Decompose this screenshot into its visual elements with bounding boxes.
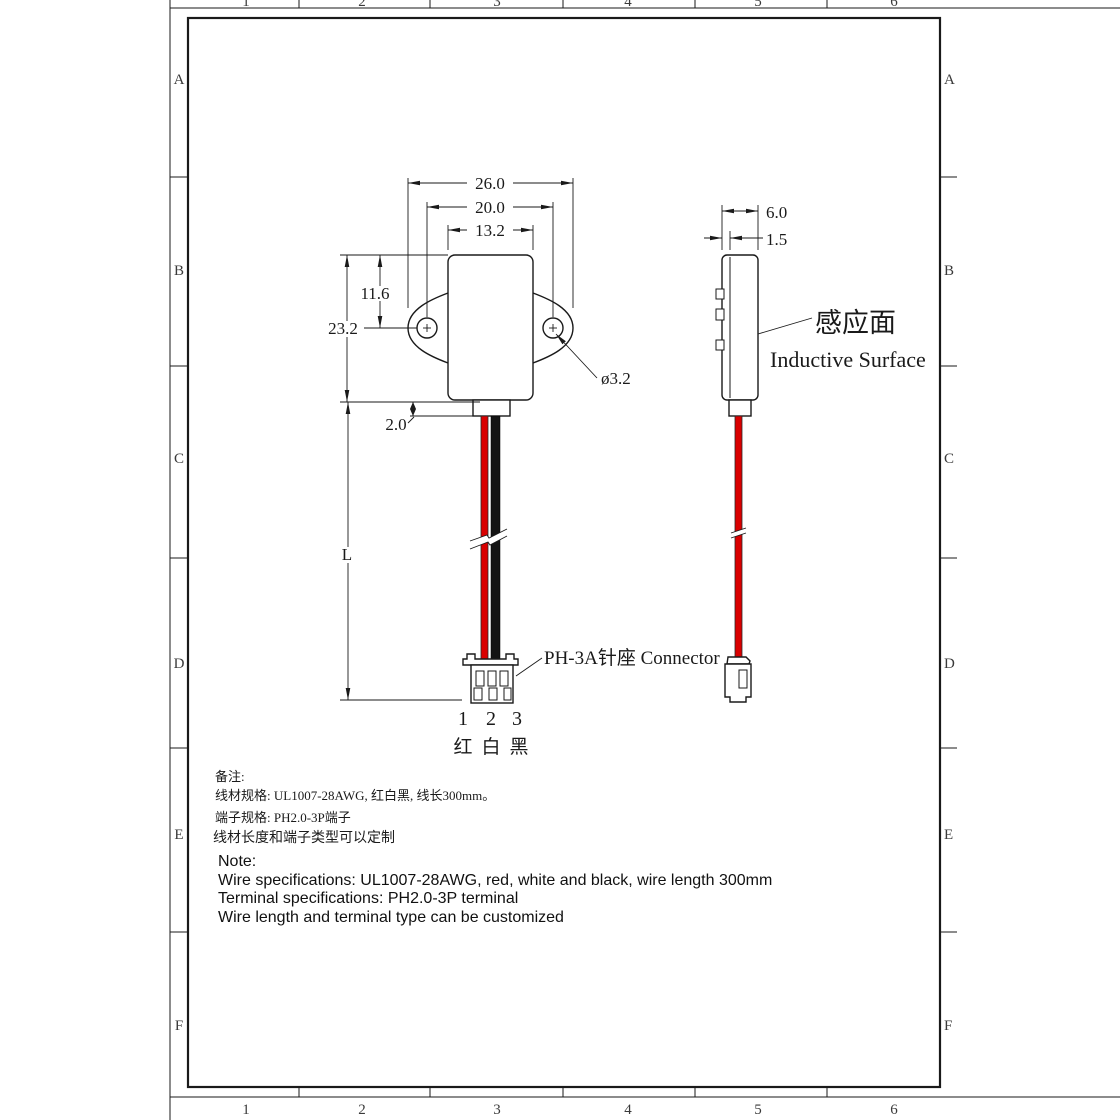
extension-lines	[721, 205, 759, 250]
pin-labels: 1 2 3 红 白 黑	[453, 708, 528, 758]
notes-cn-line: 线材规格: UL1007-28AWG, 红白黑, 线长300mm。	[215, 788, 496, 803]
sensor-neck-side	[728, 399, 752, 417]
notes-cn-line: 线材长度和端子类型可以定制	[213, 831, 395, 846]
zone-col: 4	[624, 0, 632, 10]
dim-neck: 2.0	[385, 402, 416, 434]
pin-color: 红	[453, 736, 472, 758]
connector-leader-line	[515, 657, 543, 677]
pin-color: 白	[481, 736, 500, 758]
frame-zone-columns-top: 1 2 3 4 5 6	[242, 0, 898, 10]
surface-leader-line	[757, 317, 813, 335]
inductive-surface-label-cn: 感应面	[815, 308, 896, 338]
right-mounting-hole	[542, 317, 564, 339]
zone-col: 2	[358, 1102, 366, 1118]
zone-row: D	[944, 656, 955, 672]
connector-flange-side	[726, 656, 751, 665]
zone-col: 3	[493, 0, 501, 10]
zone-col: 6	[890, 0, 898, 10]
mounting-holes	[416, 317, 564, 339]
notes-cn-line: 端子规格: PH2.0-3P端子	[215, 810, 351, 825]
frame-zone-rows-right: A B C D E F	[944, 72, 955, 1034]
frame-borders: 1 2 3 4 5 6 1 2 3 4 5 6 A B C D E F A B	[169, 0, 1120, 1120]
front-wires	[469, 415, 508, 661]
inductive-surface-label-en: Inductive Surface	[770, 347, 926, 372]
zone-row: E	[944, 827, 953, 843]
side-wire	[730, 415, 747, 660]
dim-depth: 6.0	[766, 203, 787, 222]
zone-col: 6	[890, 1102, 898, 1118]
dim-overall-height: 23.2	[328, 319, 358, 338]
notes-english: Note: Wire specifications: UL1007-28AWG,…	[218, 853, 772, 927]
extension-lines	[340, 178, 574, 701]
wire-break-edge	[469, 528, 508, 542]
sensor-body-side	[721, 254, 759, 401]
wire-break-edge	[730, 532, 747, 539]
notes-en-line: Wire specifications: UL1007-28AWG, red, …	[218, 871, 773, 889]
front-dimensions: 26.0 20.0 13.2 11.6 23.2 2.0 L ø3.2	[322, 174, 631, 701]
connector-label: PH-3A针座 Connector	[544, 647, 720, 669]
notes-en-line: Wire length and terminal type can be cus…	[218, 908, 564, 926]
dim-surface-offset: 1.5	[766, 230, 787, 249]
side-clips	[715, 288, 725, 351]
zone-col: 5	[754, 0, 762, 10]
zone-row: E	[174, 827, 183, 843]
notes-cn-title: 备注:	[215, 769, 245, 784]
zone-row: C	[944, 451, 954, 467]
connector-front	[462, 653, 543, 704]
dim-wire-length: L	[342, 545, 352, 564]
zone-row: F	[175, 1018, 183, 1034]
notes-en-line: Terminal specifications: PH2.0-3P termin…	[218, 890, 519, 907]
pin-color: 黑	[509, 737, 528, 758]
zone-col: 3	[493, 1102, 501, 1118]
side-dimensions: 6.0 1.5	[704, 203, 787, 250]
wire-break-edge	[730, 527, 747, 534]
dim-hole-offset: 11.6	[360, 284, 389, 303]
zone-col: 1	[242, 0, 250, 10]
zone-col: 1	[242, 1102, 250, 1118]
frame-zone-columns-bottom: 1 2 3 4 5 6	[242, 1102, 898, 1118]
zone-col: 5	[754, 1102, 762, 1118]
connector-side	[724, 656, 752, 703]
frame-inner-border	[186, 16, 942, 1089]
connector-housing-side	[724, 663, 752, 703]
zone-row: A	[944, 72, 955, 88]
side-view: 6.0 1.5 感应面 Inductive Surface	[704, 203, 926, 703]
connector-latch	[738, 669, 748, 689]
zone-row: B	[944, 263, 954, 279]
sensor-body-front	[447, 254, 534, 401]
pin-number: 3	[512, 708, 522, 730]
frame-zone-ticks	[170, 0, 957, 1097]
zone-row: F	[944, 1018, 952, 1034]
zone-row: B	[174, 263, 184, 279]
connector-pin-slots	[473, 670, 512, 701]
dim-hole-spacing: 20.0	[475, 198, 505, 217]
frame-zone-rows-left: A B C D E F	[174, 72, 185, 1034]
zone-col: 2	[358, 0, 366, 10]
wire-break	[731, 528, 746, 538]
zone-row: A	[174, 72, 185, 88]
connector-flange	[462, 653, 519, 666]
dim-hole-diameter: ø3.2	[601, 369, 631, 388]
dim-neck-height: 2.0	[385, 415, 406, 434]
pin-number: 1	[458, 708, 468, 730]
notes-en-title: Note:	[218, 853, 257, 870]
red-wire-side	[734, 415, 743, 660]
dim-body-width: 13.2	[475, 221, 505, 240]
front-view: 1 2 3 红 白 黑 PH-3A针座 Connector	[407, 254, 720, 758]
dim-overall-width: 26.0	[475, 174, 505, 193]
zone-row: C	[174, 451, 184, 467]
wire-break-edge	[469, 535, 508, 550]
pin-number: 2	[486, 708, 496, 730]
zone-row: D	[174, 656, 185, 672]
zone-col: 4	[624, 1102, 632, 1118]
